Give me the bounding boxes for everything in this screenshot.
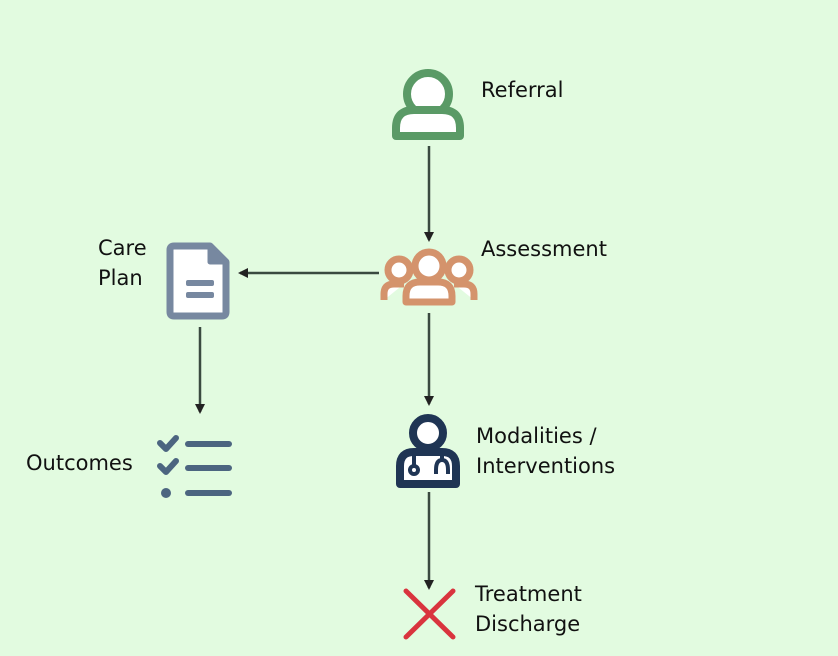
node-label-outcomes: Outcomes bbox=[26, 451, 133, 475]
node-label-care-plan: Care Plan bbox=[98, 236, 147, 290]
checklist-icon bbox=[157, 435, 232, 498]
document-icon bbox=[166, 242, 230, 320]
x-mark-icon bbox=[403, 588, 456, 640]
user-icon bbox=[392, 69, 464, 140]
group-icon bbox=[380, 248, 478, 306]
doctor-stethoscope-icon bbox=[396, 414, 460, 488]
node-label-discharge: Treatment Discharge bbox=[475, 582, 582, 636]
node-label-modalities: Modalities / Interventions bbox=[476, 424, 616, 478]
node-label-referral: Referral bbox=[481, 78, 564, 102]
node-label-assessment: Assessment bbox=[481, 237, 607, 261]
